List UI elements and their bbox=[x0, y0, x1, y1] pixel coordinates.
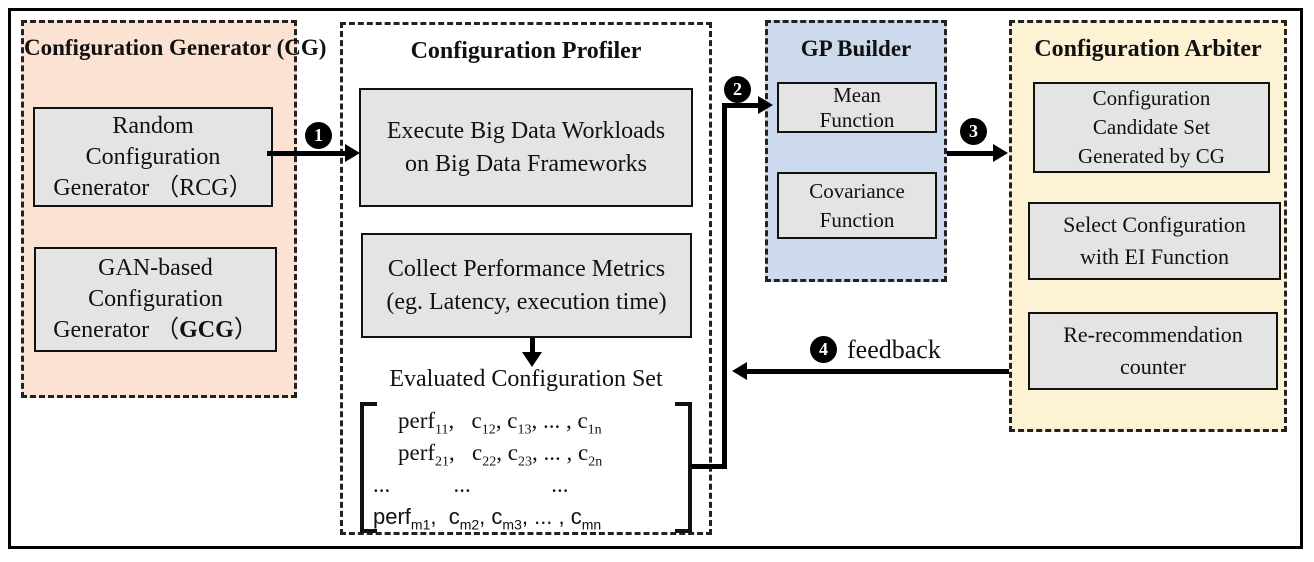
mean-line1: Mean bbox=[833, 82, 881, 107]
panel-configuration-profiler: Configuration Profiler Execute Big Data … bbox=[340, 22, 712, 535]
gcg-line3-bold: GCG bbox=[179, 317, 234, 343]
rcg-line3: Generator （RCG） bbox=[53, 174, 253, 201]
matrix-output-line bbox=[692, 464, 726, 469]
step-1-badge: 1 bbox=[305, 122, 332, 149]
candidate-line1: Configuration bbox=[1092, 86, 1211, 110]
counter-line1: Re-recommendation bbox=[1063, 322, 1243, 347]
covariance-line1: Covariance bbox=[809, 178, 905, 203]
step-4-badge: 4 bbox=[810, 336, 837, 363]
gcg-line3-prefix: Generator （ bbox=[53, 317, 180, 343]
box-mean-function: Mean Function bbox=[777, 82, 937, 133]
step2-arrow-line bbox=[722, 103, 760, 108]
matrix-row: perf21, c22, c23, ... , c2n bbox=[398, 440, 603, 470]
gcg-line3-suffix: ） bbox=[233, 317, 258, 343]
panel-gp-title: GP Builder bbox=[800, 36, 912, 61]
candidate-line3: Generated by CG bbox=[1078, 144, 1225, 168]
box-re-recommendation-counter: Re-recommendation counter bbox=[1028, 312, 1278, 390]
panel-gp-builder: GP Builder Mean Function Covariance Func… bbox=[765, 20, 947, 282]
box-configuration-candidate-set: Configuration Candidate Set Generated by… bbox=[1033, 82, 1270, 173]
counter-line2: counter bbox=[1120, 354, 1186, 379]
matrix-row: perf11, c12, c13, ... , c1n bbox=[398, 408, 602, 438]
step3-arrow-line bbox=[947, 151, 995, 156]
execute-line1: Execute Big Data Workloads bbox=[386, 117, 666, 144]
box-gan-based-configuration-generator: GAN-based Configuration Generator （GCG） bbox=[34, 247, 277, 352]
step2-arrowhead-icon bbox=[758, 96, 773, 114]
panel-configuration-arbiter: Configuration Arbiter Configuration Cand… bbox=[1009, 20, 1287, 432]
rcg-line1: Random bbox=[112, 112, 194, 139]
matrix-row: perfm1, cm2, cm3, ... , cmn bbox=[373, 504, 602, 533]
box-collect-metrics: Collect Performance Metrics (eg. Latency… bbox=[361, 233, 692, 338]
gcg-line2: Configuration bbox=[88, 286, 223, 312]
evaluated-configuration-set-label: Evaluated Configuration Set bbox=[389, 366, 663, 392]
step1-arrow-line bbox=[267, 151, 347, 156]
feedback-arrow-line bbox=[747, 369, 1009, 374]
matrix-left-bracket-icon bbox=[360, 402, 377, 533]
feedback-arrowhead-icon bbox=[732, 362, 747, 380]
panel-profiler-title: Configuration Profiler bbox=[410, 38, 642, 64]
gcg-line3: Generator （GCG） bbox=[53, 315, 258, 346]
step1-arrowhead-icon bbox=[345, 144, 360, 162]
collect-line1: Collect Performance Metrics bbox=[387, 255, 666, 282]
matrix-right-bracket-icon bbox=[675, 402, 692, 533]
box-random-configuration-generator: Random Configuration Generator （RCG） bbox=[33, 107, 273, 207]
candidate-line2: Candidate Set bbox=[1092, 115, 1211, 139]
collect-to-evaluated-arrowhead-icon bbox=[522, 352, 542, 367]
panel-cg-title-line1: Configuration Generator bbox=[24, 35, 271, 60]
select-line1: Select Configuration bbox=[1063, 212, 1246, 237]
step-2-badge: 2 bbox=[724, 76, 751, 103]
panel-cg-title: Configuration Generator (CG) bbox=[24, 35, 326, 61]
box-select-configuration: Select Configuration with EI Function bbox=[1028, 202, 1281, 280]
execute-line2: on Big Data Frameworks bbox=[405, 150, 647, 177]
select-line2: with EI Function bbox=[1079, 244, 1230, 269]
step-3-badge: 3 bbox=[960, 118, 987, 145]
feedback-label: feedback bbox=[847, 335, 941, 364]
rcg-line2: Configuration bbox=[85, 143, 221, 170]
box-execute-workloads: Execute Big Data Workloads on Big Data F… bbox=[359, 88, 693, 207]
panel-configuration-generator: Configuration Generator (CG) Random Conf… bbox=[21, 20, 326, 398]
matrix-row: ... ... ... bbox=[373, 472, 569, 497]
box-covariance-function: Covariance Function bbox=[777, 172, 937, 239]
collect-line2: (eg. Latency, execution time) bbox=[386, 288, 667, 315]
gcg-line1: GAN-based bbox=[98, 255, 213, 281]
panel-arbiter-title: Configuration Arbiter bbox=[1034, 36, 1262, 62]
panel-cg-title-line2: (CG) bbox=[276, 35, 327, 60]
covariance-line2: Function bbox=[819, 207, 895, 232]
step2-vertical-line bbox=[722, 103, 727, 469]
collect-to-evaluated-line bbox=[530, 338, 535, 354]
diagram-frame bbox=[8, 8, 1303, 549]
step3-arrowhead-icon bbox=[993, 144, 1008, 162]
mean-line2: Function bbox=[819, 107, 895, 132]
